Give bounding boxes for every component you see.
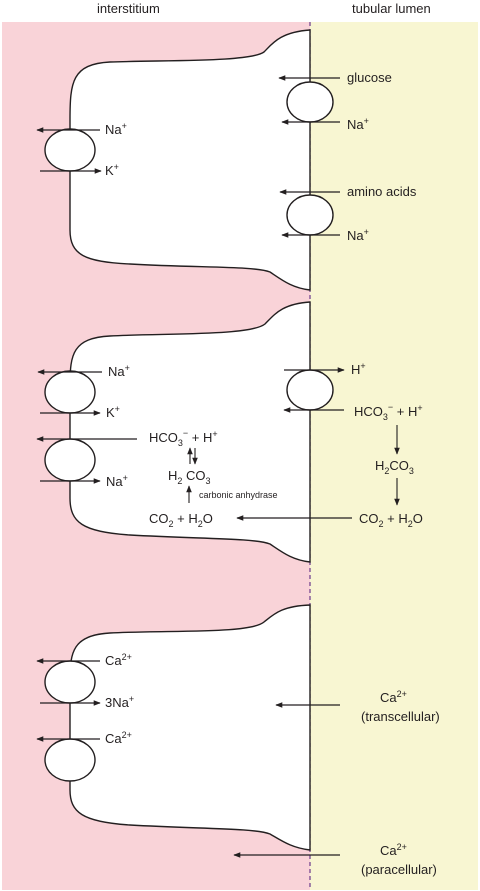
h-exchanger — [286, 369, 334, 411]
cell-1-membrane — [69, 29, 311, 291]
amino-acid-transporter — [286, 194, 334, 236]
label-na-out-3: Na+ — [106, 473, 128, 489]
intra-h2co3: H2 CO3 — [168, 468, 211, 486]
tubular-lumen-label: tubular lumen — [352, 1, 431, 16]
label-na-out-1: Na+ — [105, 121, 127, 137]
na-k-pump-1 — [44, 128, 96, 172]
glucose-transporter — [286, 81, 334, 123]
label-k-in-1: K+ — [105, 162, 119, 178]
label-ca-top: Ca2+ — [105, 652, 132, 668]
na-hco3-cotransporter — [44, 438, 96, 482]
label-paracellular: (paracellular) — [361, 862, 437, 877]
label-na-out-2: Na+ — [108, 363, 130, 379]
label-amino-acids: amino acids — [347, 184, 417, 199]
intra-co2-h2o: CO2 + H2O — [149, 511, 213, 529]
ca-atpase — [44, 738, 96, 782]
ca-na-exchanger — [44, 660, 96, 704]
label-h-out: H+ — [351, 361, 366, 377]
lumen-h2co3: H2CO3 — [375, 458, 414, 476]
na-k-pump-2 — [44, 370, 96, 414]
lumen-hco3-h: HCO3− + H+ — [354, 402, 423, 422]
intra-hco3-h: HCO3− + H+ — [149, 428, 218, 448]
interstitium-label: interstitium — [97, 1, 160, 16]
label-glucose: glucose — [347, 70, 392, 85]
enzyme-label: carbonic anhydrase — [199, 490, 278, 500]
cell-3-membrane — [69, 604, 311, 851]
tubular-lumen-region — [310, 22, 478, 890]
label-3na: 3Na+ — [105, 694, 134, 710]
label-ca-bottom: Ca2+ — [105, 730, 132, 746]
label-ca-trans: Ca2+ — [380, 689, 407, 705]
label-amino-na: Na+ — [347, 227, 369, 243]
label-k-in-2: K+ — [106, 404, 120, 420]
label-glucose-na: Na+ — [347, 116, 369, 132]
label-ca-para: Ca2+ — [380, 842, 407, 858]
label-transcellular: (transcellular) — [361, 709, 440, 724]
lumen-co2-h2o: CO2 + H2O — [359, 511, 423, 529]
